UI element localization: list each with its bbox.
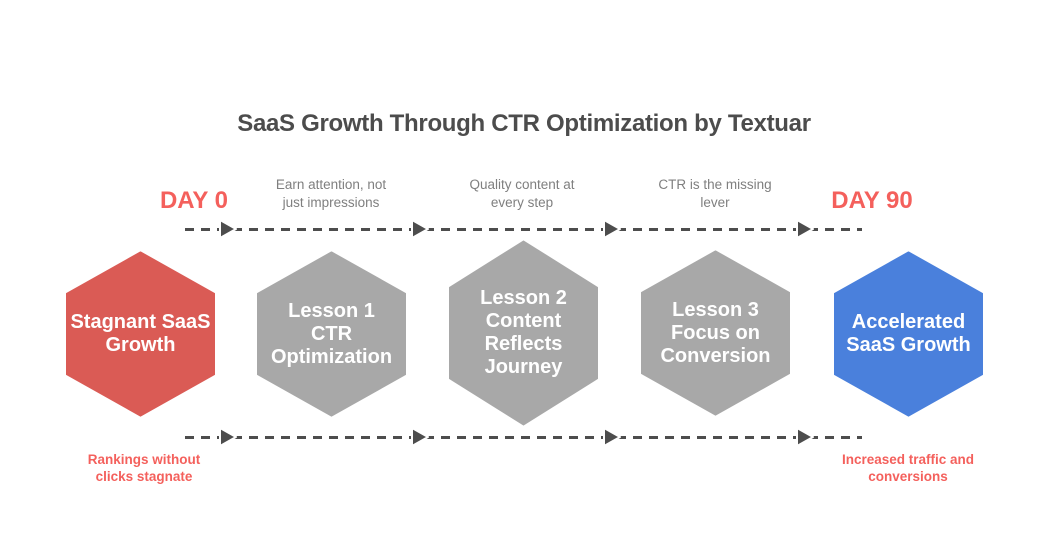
timeline-top-line	[185, 228, 862, 231]
hexagon-label: Lesson 2 Content Reflects Journey	[480, 287, 567, 378]
timeline-end-label: DAY 90	[831, 187, 913, 214]
hexagon-stagnant-saas-growth: Stagnant SaaS Growth	[62, 247, 219, 421]
note-stagnation: Rankings without clicks stagnate	[87, 452, 201, 484]
hexagon-shape	[445, 236, 602, 430]
hexagon-label: Lesson 1 CTR Optimization	[270, 299, 393, 368]
arrowhead-right-icon	[219, 219, 237, 239]
page-title: SaaS Growth Through CTR Optimization by …	[237, 110, 811, 137]
hexagon-shape	[62, 247, 219, 421]
arrowhead-right-icon	[796, 219, 814, 239]
hexagon-shape	[830, 247, 987, 421]
hexagon-label: Accelerated SaaS Growth	[846, 311, 971, 356]
note-lesson2: Quality content at every step	[469, 177, 575, 210]
timeline-start-label: DAY 0	[159, 187, 229, 214]
hexagon-lesson-3: Lesson 3 Focus on Conversion	[637, 246, 794, 420]
arrowhead-right-icon	[219, 427, 237, 447]
hexagon-shape	[253, 247, 410, 421]
hexagon-label: Lesson 3 Focus on Conversion	[660, 298, 771, 367]
hexagon-lesson-2: Lesson 2 Content Reflects Journey	[445, 236, 602, 430]
note-lesson1: Earn attention, not just impressions	[275, 177, 387, 210]
arrowhead-right-icon	[796, 427, 814, 447]
hexagon-accelerated-saas-growth: Accelerated SaaS Growth	[830, 247, 987, 421]
note-lesson3: CTR is the missing lever	[658, 177, 772, 210]
hexagon-lesson-1: Lesson 1 CTR Optimization	[253, 247, 410, 421]
arrowhead-right-icon	[603, 427, 621, 447]
arrowhead-right-icon	[411, 219, 429, 239]
arrowhead-right-icon	[603, 219, 621, 239]
timeline-bottom-line	[185, 436, 862, 439]
hexagon-shape	[637, 246, 794, 420]
arrowhead-right-icon	[411, 427, 429, 447]
hexagon-label: Stagnant SaaS Growth	[70, 311, 211, 356]
note-conversions: Increased traffic and conversions	[841, 452, 975, 484]
